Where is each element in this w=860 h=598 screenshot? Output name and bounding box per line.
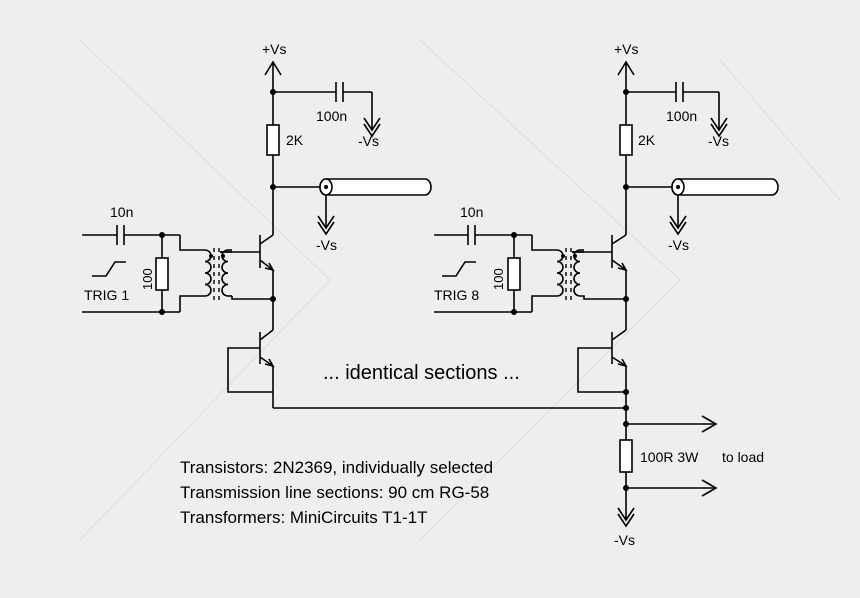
note-transmission-lines: Transmission line sections: 90 cm RG-58: [180, 483, 489, 502]
output-load: 100R 3W to load -Vs: [614, 415, 764, 548]
trig-label-8: TRIG 8: [434, 287, 479, 303]
section-1: +Vs 100n -Vs 2K -Vs: [82, 41, 432, 408]
supply-neg-label-1a: -Vs: [358, 133, 379, 149]
supply-pos-label-1: +Vs: [262, 41, 287, 57]
supply-neg-label-8b: -Vs: [668, 237, 689, 253]
resistor-collector-label-1: 2K: [286, 132, 304, 148]
resistor-load-label: 100R 3W: [640, 449, 699, 465]
identical-sections-label: ... identical sections ...: [323, 362, 520, 384]
cap-decouple-label-8: 100n: [666, 108, 697, 124]
supply-pos-label-8: +Vs: [614, 41, 639, 57]
watermark: [79, 39, 841, 541]
supply-neg-label-8a: -Vs: [708, 133, 729, 149]
resistor-collector-label-8: 2K: [638, 132, 656, 148]
supply-pos-arrow-1: [264, 60, 282, 92]
resistor-input-label-1: 100: [140, 268, 155, 290]
note-transformers: Transformers: MiniCircuits T1-1T: [180, 508, 427, 527]
supply-pos-arrow-8: [617, 60, 635, 92]
resistor-input-label-8: 100: [491, 268, 506, 290]
to-load-label: to load: [722, 449, 764, 465]
section-8: +Vs 100n -Vs 2K -Vs 10n: [434, 41, 779, 440]
cap-decouple-label-1: 100n: [316, 108, 347, 124]
trig-label-1: TRIG 1: [84, 287, 129, 303]
cap-input-label-1: 10n: [110, 204, 133, 220]
note-transistors: Transistors: 2N2369, individually select…: [180, 458, 493, 477]
cap-input-label-8: 10n: [460, 204, 483, 220]
supply-neg-label-out: -Vs: [614, 532, 635, 548]
supply-neg-label-1b: -Vs: [316, 237, 337, 253]
